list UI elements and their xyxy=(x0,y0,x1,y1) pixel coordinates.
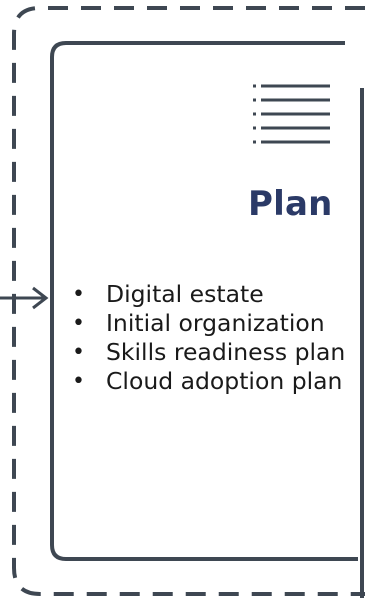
list-item: Skills readiness plan xyxy=(58,338,346,367)
card-bullet-list: Digital estate Initial organization Skil… xyxy=(58,280,346,416)
card-border xyxy=(50,41,358,561)
list-icon xyxy=(253,84,330,144)
card-title: Plan xyxy=(248,184,333,224)
list-item: Digital estate xyxy=(58,280,346,309)
arrow-icon xyxy=(0,286,49,310)
list-item: Initial organization xyxy=(58,309,346,338)
list-item: Cloud adoption plan xyxy=(58,367,346,396)
outer-dashed-border xyxy=(12,6,365,596)
